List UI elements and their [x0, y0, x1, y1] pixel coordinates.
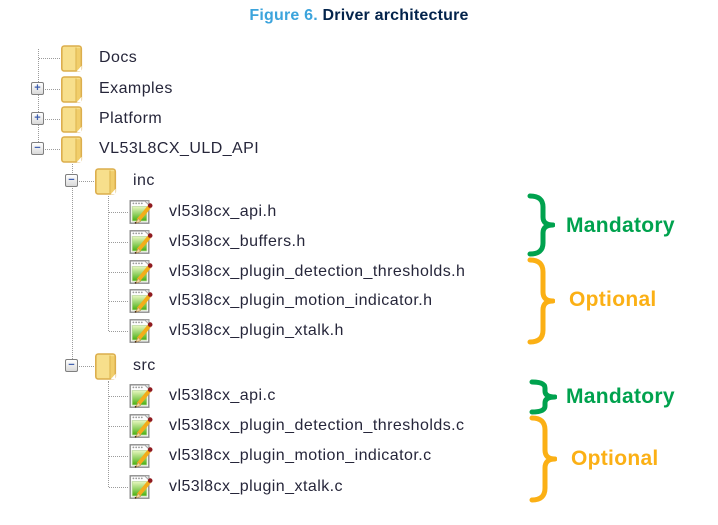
- tree-item-uld-api[interactable]: VL53L8CX_ULD_API: [60, 135, 259, 163]
- tree-item-file[interactable]: vl53l8cx_api.c: [129, 383, 276, 409]
- tree-item-file[interactable]: vl53l8cx_plugin_motion_indicator.h: [129, 288, 432, 314]
- tree-connector-line: [108, 381, 109, 487]
- tree-connector-line: [109, 242, 128, 243]
- collapse-toggle-src[interactable]: −: [65, 359, 78, 372]
- tree-item-label: Platform: [99, 110, 163, 127]
- optional-label-src: Optional: [571, 447, 659, 470]
- tree-connector-line: [45, 119, 60, 120]
- tree-connector-line: [109, 331, 128, 332]
- tree-item-file[interactable]: vl53l8cx_plugin_motion_indicator.c: [129, 443, 432, 469]
- collapse-toggle-inc[interactable]: −: [65, 174, 78, 187]
- tree-connector-line: [109, 301, 128, 302]
- tree-connector-line: [109, 456, 128, 457]
- tree-item-label: inc: [133, 172, 155, 189]
- tree-item-inc[interactable]: inc: [94, 167, 155, 195]
- file-edit-icon: [129, 318, 155, 344]
- tree-connector-line: [38, 49, 39, 142]
- tree-item-label: Docs: [99, 49, 138, 66]
- tree-item-examples[interactable]: Examples: [60, 75, 173, 103]
- file-name: vl53l8cx_plugin_detection_thresholds.h: [169, 263, 466, 280]
- tree-connector-line: [109, 212, 128, 213]
- optional-brace-inc: [527, 257, 555, 345]
- file-edit-icon: [129, 288, 155, 314]
- mandatory-brace-src: [529, 379, 557, 415]
- folder-icon: [60, 106, 83, 133]
- tree-item-file[interactable]: vl53l8cx_plugin_xtalk.h: [129, 318, 344, 344]
- tree-item-docs[interactable]: Docs: [60, 44, 137, 72]
- figure-caption: Figure 6. Driver architecture: [0, 7, 718, 25]
- file-edit-icon: [129, 259, 155, 285]
- file-name: vl53l8cx_plugin_xtalk.c: [169, 478, 343, 495]
- file-name: vl53l8cx_buffers.h: [169, 233, 306, 250]
- tree-item-label: src: [133, 357, 156, 374]
- tree-item-file[interactable]: vl53l8cx_buffers.h: [129, 229, 306, 255]
- tree-item-platform[interactable]: Platform: [60, 105, 162, 133]
- tree-item-file[interactable]: vl53l8cx_api.h: [129, 199, 277, 225]
- optional-label-inc: Optional: [569, 288, 657, 311]
- tree-connector-line: [79, 181, 94, 182]
- mandatory-label-src: Mandatory: [566, 385, 675, 408]
- file-edit-icon: [129, 229, 155, 255]
- file-name: vl53l8cx_api.c: [169, 387, 276, 404]
- folder-icon: [60, 76, 83, 103]
- optional-brace-src: [529, 415, 557, 503]
- expand-toggle-examples[interactable]: +: [31, 82, 44, 95]
- folder-icon: [60, 136, 83, 163]
- tree-connector-line: [72, 164, 73, 359]
- file-edit-icon: [129, 474, 155, 500]
- tree-connector-line: [45, 149, 60, 150]
- tree-connector-line: [45, 89, 60, 90]
- tree-connector-line: [39, 58, 60, 59]
- folder-icon: [60, 45, 83, 72]
- tree-item-src[interactable]: src: [94, 352, 156, 380]
- tree-item-file[interactable]: vl53l8cx_plugin_xtalk.c: [129, 474, 343, 500]
- mandatory-brace-inc: [527, 193, 555, 257]
- file-edit-icon: [129, 443, 155, 469]
- figure-title: Driver architecture: [322, 7, 469, 24]
- file-name: vl53l8cx_plugin_motion_indicator.c: [169, 447, 432, 464]
- folder-icon: [95, 168, 117, 195]
- folder-icon: [95, 353, 117, 380]
- tree-item-label: VL53L8CX_ULD_API: [99, 140, 260, 157]
- file-name: vl53l8cx_api.h: [169, 203, 277, 220]
- mandatory-label-inc: Mandatory: [566, 214, 675, 237]
- tree-connector-line: [109, 426, 128, 427]
- collapse-toggle-uld-api[interactable]: −: [31, 142, 44, 155]
- file-name: vl53l8cx_plugin_xtalk.h: [169, 322, 344, 339]
- figure-number: Figure 6.: [249, 7, 318, 24]
- tree-connector-line: [109, 487, 128, 488]
- file-edit-icon: [129, 383, 155, 409]
- tree-connector-line: [79, 366, 94, 367]
- file-name: vl53l8cx_plugin_detection_thresholds.c: [169, 417, 465, 434]
- tree-item-file[interactable]: vl53l8cx_plugin_detection_thresholds.h: [129, 259, 465, 285]
- tree-connector-line: [109, 396, 128, 397]
- tree-item-file[interactable]: vl53l8cx_plugin_detection_thresholds.c: [129, 413, 465, 439]
- file-edit-icon: [129, 413, 155, 439]
- tree-connector-line: [109, 272, 128, 273]
- file-edit-icon: [129, 199, 155, 225]
- file-name: vl53l8cx_plugin_motion_indicator.h: [169, 292, 433, 309]
- tree-connector-line: [108, 196, 109, 331]
- tree-item-label: Examples: [99, 80, 173, 97]
- expand-toggle-platform[interactable]: +: [31, 112, 44, 125]
